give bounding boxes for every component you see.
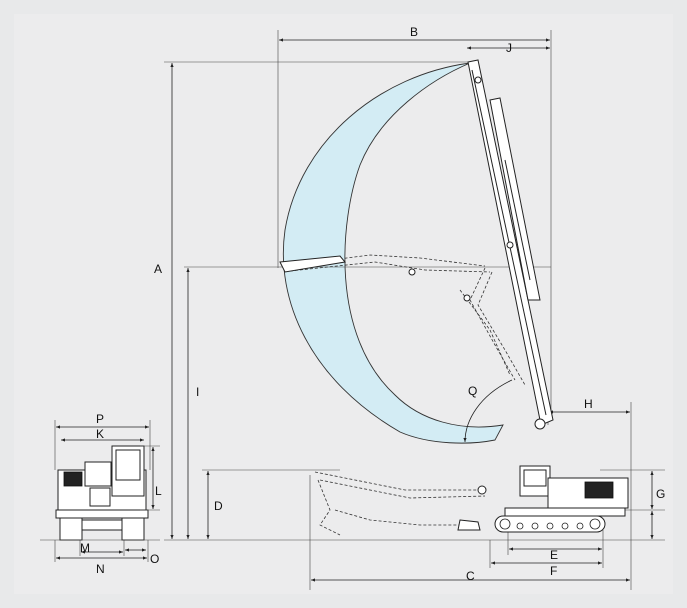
label-c: C (466, 569, 475, 583)
dimension-labels: A B J I D Q H G E F C P K L M N O (80, 25, 665, 583)
dimension-lines (170, 38, 654, 582)
label-h: H (584, 397, 593, 411)
label-g: G (656, 487, 665, 501)
label-l: L (155, 484, 162, 498)
lower-position (314, 471, 487, 536)
angle-q-arc (463, 379, 513, 443)
excavator-side-view (494, 465, 629, 533)
label-j: J (506, 41, 512, 55)
label-o: O (150, 552, 159, 566)
label-k: K (96, 427, 104, 441)
label-b: B (410, 25, 418, 39)
label-m: M (80, 541, 90, 555)
intermediate-positions (279, 254, 526, 386)
extension-lines (164, 30, 665, 590)
label-n: N (96, 562, 105, 576)
label-a: A (154, 262, 162, 276)
working-range-envelope (282, 62, 504, 444)
label-q: Q (468, 384, 477, 398)
upright-front-attachment (467, 59, 554, 430)
label-i: I (196, 385, 199, 399)
label-f: F (550, 564, 557, 578)
front-view-dimensions (40, 420, 160, 562)
excavator-front-view (55, 445, 149, 541)
label-d: D (214, 499, 223, 513)
label-e: E (550, 548, 558, 562)
label-p: P (96, 412, 104, 426)
